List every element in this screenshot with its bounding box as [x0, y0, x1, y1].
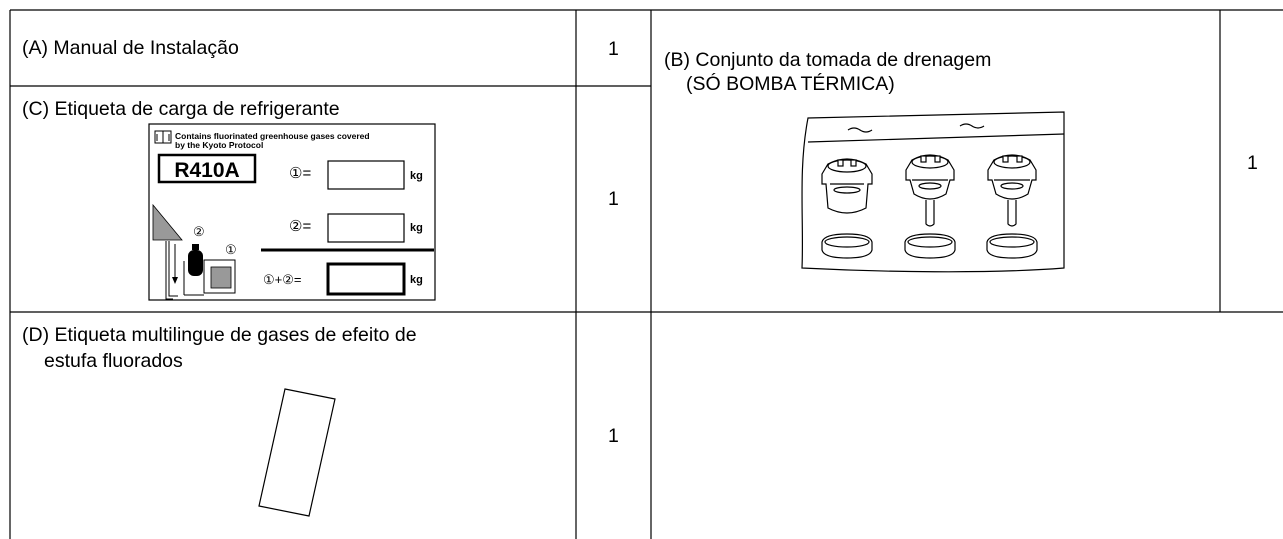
field1-unit: kg — [410, 170, 423, 182]
charge-diagram — [152, 203, 236, 300]
marker-1: ① — [225, 242, 237, 257]
item-d-label-line2: estufa fluorados — [44, 350, 183, 372]
marker-2: ② — [193, 224, 205, 239]
field-total-label: ①+②= — [263, 272, 302, 287]
refrigerant-badge — [157, 153, 257, 184]
drain-ring-icon — [821, 233, 873, 259]
field-total-unit: kg — [410, 274, 423, 286]
item-a-qty: 1 — [608, 38, 619, 60]
drain-ring-icon — [904, 233, 956, 259]
drain-socket-set-illustration — [801, 111, 1065, 273]
item-a-label: (A) Manual de Instalação — [22, 37, 239, 59]
label-header-line1: Contains fluorinated greenhouse gases co… — [175, 131, 370, 141]
label-header-line2: by the Kyoto Protocol — [175, 140, 263, 150]
drain-ring-icon — [986, 233, 1038, 259]
item-b-label-line1: (B) Conjunto da tomada de drenagem — [664, 49, 992, 71]
drain-socket-nozzle-icon — [987, 154, 1037, 227]
field2-box — [327, 213, 405, 243]
book-icon — [154, 130, 172, 144]
drain-socket-icon — [821, 158, 873, 214]
item-b-label-line2: (SÓ BOMBA TÉRMICA) — [686, 73, 895, 95]
item-d-label-line1: (D) Etiqueta multilingue de gases de efe… — [22, 324, 417, 346]
item-b-qty: 1 — [1247, 152, 1258, 174]
item-c-qty: 1 — [608, 188, 619, 210]
item-c-label: (C) Etiqueta de carga de refrigerante — [22, 98, 340, 120]
refrigerant-name: R410A — [174, 159, 239, 182]
field-total-box — [326, 262, 406, 296]
field1-box — [327, 160, 405, 190]
field1-label: ①= — [289, 165, 311, 182]
item-d-qty: 1 — [608, 425, 619, 447]
drain-socket-nozzle-icon — [905, 154, 955, 227]
refrigerant-charge-label-illustration: Contains fluorinated greenhouse gases co… — [148, 123, 436, 301]
field2-unit: kg — [410, 222, 423, 234]
multilingual-label-sticker-illustration — [258, 388, 336, 517]
field2-label: ②= — [289, 218, 311, 235]
